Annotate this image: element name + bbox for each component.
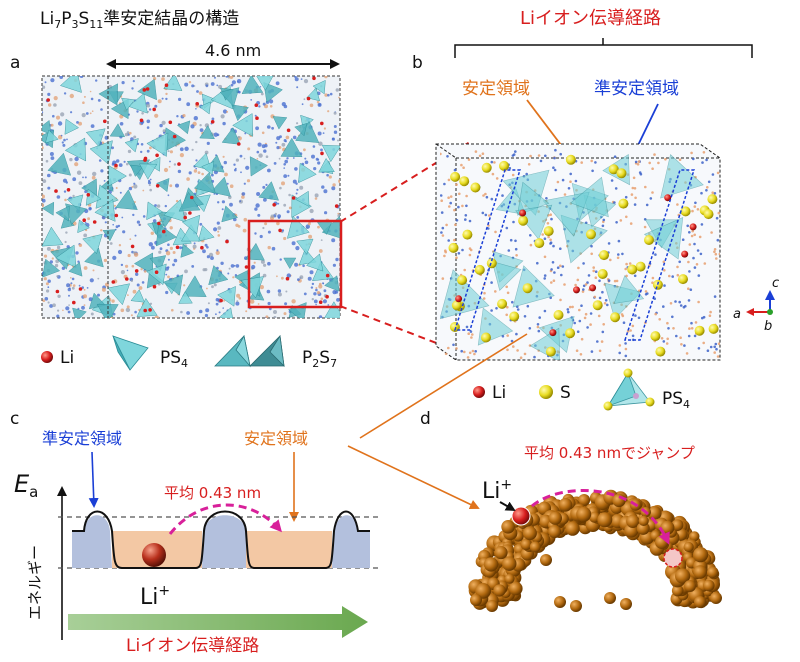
legend-a: Li PS4 P2S7 — [41, 334, 337, 371]
legend-ps4-label-b: PS4 — [662, 389, 690, 411]
conduction-channel-atoms — [468, 489, 722, 612]
jump-arrow-c — [168, 503, 282, 535]
stable-well-2 — [246, 531, 332, 568]
metastable-barrier-1 — [72, 515, 112, 568]
panel-d-letter: d — [420, 409, 431, 429]
li-ion-label-d: Li+ — [482, 477, 512, 504]
legend-ps4-label: PS4 — [160, 348, 188, 370]
jump-arrow-d — [531, 489, 670, 545]
li-ion-pointer-d — [499, 501, 516, 511]
legend-li-label: Li — [60, 348, 74, 368]
ps4-icon-b — [603, 368, 655, 411]
axis-a-label: a — [733, 307, 741, 322]
legend-li-label-b: Li — [492, 383, 506, 403]
energy-curve — [72, 510, 370, 569]
axis-c-label: c — [772, 276, 779, 291]
energy-axis-label: エネルギー — [26, 545, 44, 620]
panel-a-title: Li7P3S11準安定結晶の構造 — [40, 9, 239, 31]
connector-b-to-c — [359, 333, 528, 439]
jump-label-c: 平均 0.43 nm — [164, 484, 261, 502]
p2s7-icon — [214, 334, 285, 368]
metastable-outline-2 — [623, 169, 696, 341]
title-brace — [454, 44, 753, 58]
li-ion-ball — [142, 543, 166, 567]
legend-p2s7-label: P2S7 — [302, 348, 337, 370]
zoom-region-box — [247, 219, 343, 309]
panel-b-title: Liイオン伝導経路 — [520, 8, 661, 29]
metastable-arrow-c — [88, 451, 99, 508]
panel-c-letter: c — [10, 409, 19, 429]
axis-triad: c a b — [733, 276, 779, 334]
metastable-outline-1 — [453, 169, 522, 331]
jump-label-d: 平均 0.43 nmでジャンプ — [524, 444, 695, 462]
legend-b: Li S PS4 — [473, 368, 690, 411]
ea-label: Ea — [14, 470, 38, 501]
li-atom-icon-b — [473, 386, 485, 398]
axis-b-label: b — [764, 319, 772, 334]
panel-a: Li7P3S11準安定結晶の構造 a 4.6 nm Li PS4 P2S7 — [10, 9, 343, 371]
li-ion-target — [663, 548, 683, 568]
stable-region-label-c: 安定領域 — [244, 429, 308, 448]
stable-region-label-b: 安定領域 — [462, 79, 530, 99]
li-ion-label-c: Li+ — [140, 583, 170, 610]
metastable-barrier-2 — [202, 515, 246, 568]
li-ion-start — [511, 506, 531, 526]
conduction-arrow — [68, 606, 368, 638]
panel-a-letter: a — [10, 53, 20, 73]
s-atom-icon — [539, 385, 553, 399]
metastable-barrier-3 — [332, 515, 370, 568]
scale-bar-label: 4.6 nm — [205, 41, 261, 60]
metastable-region-label-b: 準安定領域 — [594, 79, 679, 99]
li-atom-icon — [41, 351, 53, 363]
conduction-path-label: Liイオン伝導経路 — [126, 636, 259, 656]
zoom-connector-top — [339, 141, 471, 223]
panel-b: b Liイオン伝導経路 安定領域 準安定領域 c a b Li S — [412, 8, 779, 411]
ps4-tetrahedron-icon — [112, 335, 149, 371]
metastable-region-label-c: 準安定領域 — [42, 429, 122, 448]
panel-d: d 平均 0.43 nmでジャンプ Li+ — [420, 409, 722, 612]
panel-c: c 準安定領域 安定領域 Ea エネルギー 平均 0.43 nm Li+ Liイ… — [10, 409, 378, 656]
legend-s-label: S — [560, 383, 571, 403]
connector-c-to-d — [347, 445, 480, 510]
panel-b-letter: b — [412, 53, 423, 73]
